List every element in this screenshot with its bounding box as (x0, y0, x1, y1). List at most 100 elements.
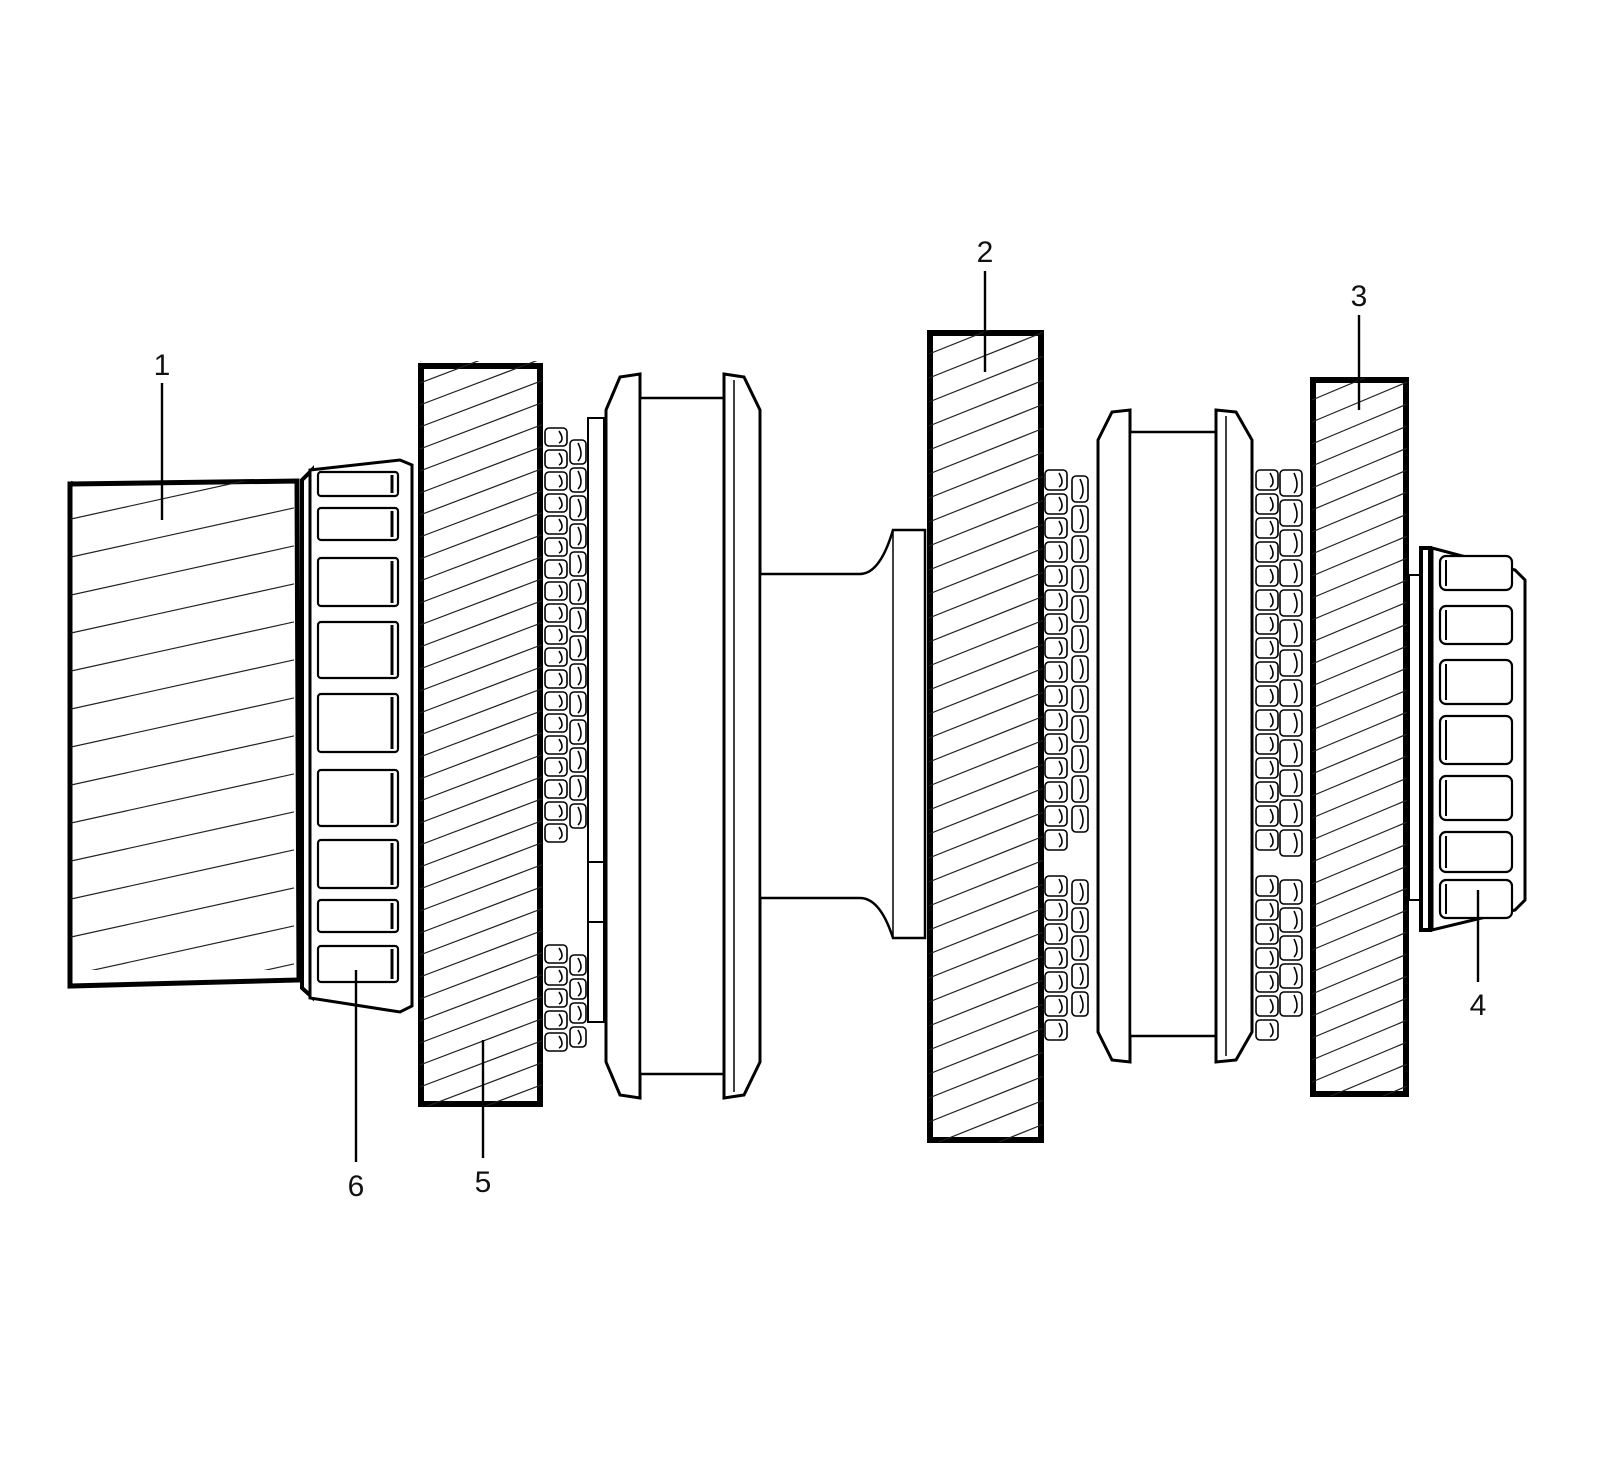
tooth-line (420, 974, 542, 1022)
dog-tooth (544, 515, 568, 535)
tooth-curve (1269, 950, 1274, 966)
tooth-curve (577, 750, 582, 770)
dog-tooth (1071, 685, 1089, 713)
tooth-curve (1269, 902, 1274, 918)
tooth-curve (577, 582, 582, 602)
tooth-line (937, 1099, 1043, 1142)
tooth-line (1312, 953, 1407, 995)
tooth-curve (1269, 568, 1274, 584)
dog-tooth (1279, 589, 1303, 617)
tooth-line (929, 1051, 1043, 1099)
tooth-curve (558, 606, 563, 620)
tooth-curve (1293, 712, 1298, 734)
tooth-curve (1293, 682, 1298, 704)
tooth-curve (1058, 760, 1063, 776)
roller (316, 898, 400, 934)
tooth-line (71, 735, 294, 786)
part-4-roller-bearing (1408, 546, 1527, 932)
tooth-line (420, 380, 542, 428)
tooth-line (1312, 1019, 1407, 1061)
part-3-tooth-lines (1312, 378, 1407, 1096)
dog-tooth (569, 467, 587, 493)
tooth-line (71, 481, 294, 482)
tooth-line (929, 739, 1043, 787)
dog-tooth (1044, 923, 1068, 945)
callout-label-5: 5 (475, 1166, 492, 1199)
tooth-curve (577, 722, 582, 742)
tooth-curve (1293, 652, 1298, 674)
dog-tooth (1279, 963, 1303, 989)
tooth-curve (558, 584, 563, 598)
tooth-curve (1079, 778, 1084, 800)
tooth-curve (1269, 640, 1274, 656)
tooth-line (929, 643, 1043, 691)
dog-tooth (1044, 875, 1068, 897)
dog-tooth (1071, 565, 1089, 593)
tooth-curve (558, 738, 563, 752)
dog-tooth (569, 691, 587, 717)
tooth-curve (1058, 520, 1063, 536)
tooth-line (929, 835, 1043, 883)
dog-tooth (569, 523, 587, 549)
tooth-curve (1269, 832, 1274, 848)
tooth-line (420, 600, 542, 648)
tooth-curve (558, 1013, 563, 1027)
tooth-curve (558, 650, 563, 664)
dog-tooth (1044, 971, 1068, 993)
tooth-line (1312, 535, 1407, 577)
tooth-curve (1079, 938, 1084, 958)
tooth-curve (1058, 950, 1063, 966)
tooth-line (1312, 623, 1407, 665)
dog-tooth (1279, 769, 1303, 797)
tooth-curve (1058, 472, 1063, 488)
tooth-curve (1269, 784, 1274, 800)
dog-tooth (1279, 679, 1303, 707)
dog-tooth (1044, 613, 1068, 635)
tooth-curve (1269, 472, 1274, 488)
tooth-curve (1058, 974, 1063, 990)
dog-tooth (544, 779, 568, 799)
tooth-line (929, 955, 1043, 1003)
dog-tooth (1255, 805, 1279, 827)
tooth-line (1312, 821, 1407, 863)
roller (1438, 830, 1514, 874)
tooth-line (420, 1040, 542, 1088)
tooth-line (1312, 491, 1407, 533)
tooth-line (1312, 733, 1407, 775)
tooth-curve (1269, 496, 1274, 512)
tooth-line (929, 571, 1043, 619)
dog-tooth (1044, 1019, 1068, 1041)
tooth-line (929, 499, 1043, 547)
callout-label-3: 3 (1351, 280, 1368, 313)
dog-tooth (569, 635, 587, 661)
tooth-curve (577, 806, 582, 826)
dog-tooth (1279, 619, 1303, 647)
tooth-curve (1058, 640, 1063, 656)
callout-1: 1 (154, 349, 170, 520)
tooth-line (929, 811, 1043, 859)
tooth-line (1312, 975, 1407, 1017)
tooth-line (929, 763, 1043, 811)
dog-tooth (1255, 709, 1279, 731)
tooth-line (420, 886, 542, 934)
tooth-line (929, 451, 1043, 499)
tooth-curve (558, 760, 563, 774)
dog-tooth (1255, 661, 1279, 683)
dog-tooth (1071, 595, 1089, 623)
roller (316, 944, 400, 984)
tooth-line (1312, 425, 1407, 467)
tooth-line (420, 666, 542, 714)
tooth-line (1312, 557, 1407, 599)
tooth-line (71, 583, 294, 634)
dog-tooth (1071, 655, 1089, 683)
tooth-curve (558, 716, 563, 730)
part-5-helical-gear (418, 361, 543, 1107)
tooth-line (420, 534, 542, 582)
tooth-line (484, 1084, 542, 1106)
roller (1438, 878, 1514, 920)
dog-tooth (544, 603, 568, 623)
dog-tooth (569, 803, 587, 829)
dog-tooth (1044, 469, 1068, 491)
dog-tooth (1044, 709, 1068, 731)
dog-tooth (1279, 879, 1303, 905)
